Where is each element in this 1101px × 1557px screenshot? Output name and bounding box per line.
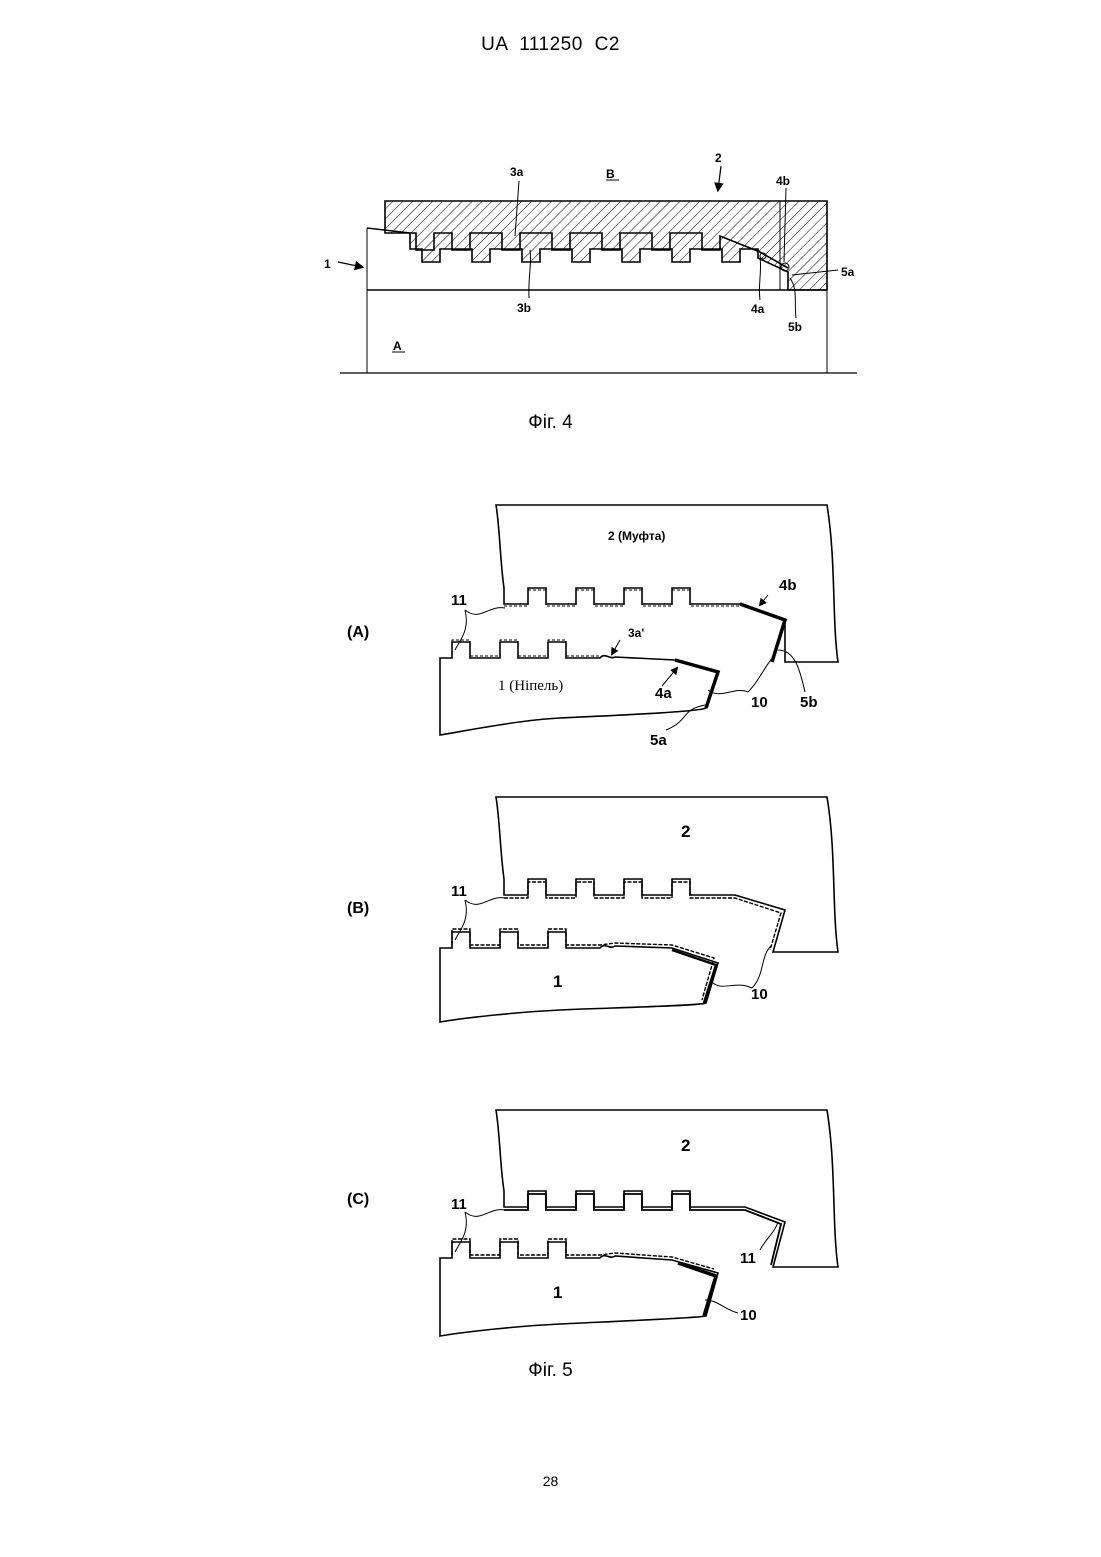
fig5a-leader-11b [455,610,466,650]
fig5b-tag: (B) [347,900,369,917]
fig5-panel-b: (B) 2 1 11 10 [347,797,838,1022]
fig5c-box-label: 2 [681,1136,690,1155]
fig5a-leader-10b [748,655,775,692]
fig5a-pin-thread-film [452,640,600,656]
fig5a-tag: (A) [347,624,369,641]
fig5-caption: Фіг. 5 [0,1360,1101,1382]
fig5a-label-4a: 4a [655,685,672,702]
fig5a-leader-10a [708,690,748,694]
fig5b-box-film [504,882,781,950]
fig5c-leader-11b [455,1212,466,1252]
fig4-label-3a: 3a [510,165,524,179]
fig4-leader-1 [338,262,362,267]
fig4-caption: Фіг. 4 [0,412,1101,434]
page-number: 28 [0,1473,1101,1489]
fig5b-leader-10a [712,982,752,988]
fig5b-label-10: 10 [751,986,768,1003]
fig4-label-5b: 5b [788,320,802,334]
fig5b-pin-film [452,929,714,1000]
fig5a-box-seal-film [740,604,785,662]
fig5a-label-10: 10 [751,694,768,711]
fig5a-label-5a: 5a [650,732,667,749]
fig5a-pin-seal-film [675,660,718,708]
fig5c-pin-label: 1 [553,1283,562,1302]
fig4-diagram: 3a B 2 4b 5a 3b 4a 5b 1 A [324,151,857,373]
fig4-label-5a: 5a [841,265,855,279]
fig5b-leader-10b [752,945,772,988]
fig4-label-2: 2 [715,151,722,165]
fig5c-leader-11a [465,1210,505,1217]
fig5b-box-label: 2 [681,822,690,841]
fig4-leader-2 [718,166,721,190]
fig5b-pin-label: 1 [553,972,562,991]
fig5c-pin-film [452,1239,714,1269]
fig5a-label-4b: 4b [779,577,797,594]
fig4-label-4b: 4b [776,174,790,188]
fig5b-leader-11a [465,898,505,905]
fig5a-leader-4a [662,668,677,686]
fig4-leader-4a [759,258,760,300]
fig5-panel-a: (A) 2 (Муфта) 1 (Ніпель) 11 3a' 4a 4b 10… [347,505,838,749]
fig5c-label-10: 10 [740,1307,757,1324]
fig5a-label-11: 11 [451,592,467,609]
fig5c-tag: (C) [347,1191,369,1208]
fig5c-pin-outline [440,1242,718,1336]
fig5a-label-5b: 5b [800,694,818,711]
fig5a-leader-4b [760,595,768,605]
fig5a-pin-label: 1 (Ніпель) [498,678,563,694]
fig5b-pin-seal-film [672,950,716,1003]
fig4-label-a: A [393,339,402,353]
fig5b-box-outline [496,797,838,952]
fig5b-leader-11b [455,900,466,940]
fig5-panel-c: (C) 2 1 11 11 10 [347,1110,838,1336]
fig5a-leader-3a [612,640,620,654]
fig5a-leader-5b [778,650,805,692]
fig5a-box-label: 2 (Муфта) [608,529,665,543]
fig5c-label-11-box: 11 [740,1250,756,1267]
fig4-label-4a: 4a [751,302,765,316]
fig4-label-b: B [606,167,615,181]
fig5c-label-11: 11 [451,1196,467,1213]
fig5a-leader-11a [465,608,505,615]
fig4-label-3b: 3b [517,301,531,315]
fig4-label-1: 1 [324,257,331,271]
fig5b-label-11: 11 [451,883,467,900]
fig5a-label-3a: 3a' [628,626,644,640]
